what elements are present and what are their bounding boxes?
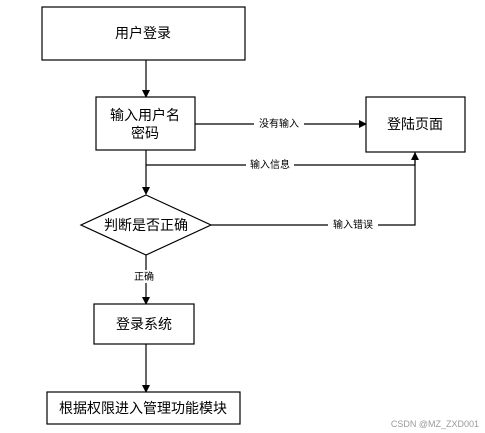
- input-credentials-box: [95, 96, 196, 151]
- edge-correct-label-bg: [130, 270, 160, 283]
- edge-input-info-label-bg: [246, 158, 294, 171]
- input-credentials-label-line1: 输入用户名: [110, 107, 180, 124]
- login-system-box: [93, 303, 195, 345]
- edge-input-info-label: 输入信息: [250, 158, 290, 171]
- module-label: 根据权限进入管理功能模块: [59, 401, 227, 417]
- edge-input-error-label: 输入错误: [333, 218, 373, 231]
- login-page-label: 登陆页面: [387, 117, 443, 133]
- edge-no-input-label-bg: [254, 117, 304, 130]
- module-box: [46, 391, 241, 425]
- check-decision-label: 判断是否正确: [104, 218, 188, 234]
- edge-no-input-label: 没有输入: [259, 117, 299, 130]
- edge-input-error-label-bg: [328, 218, 378, 231]
- watermark: CSDN @MZ_ZXD001: [390, 419, 479, 429]
- user-login-label: 用户登录: [115, 25, 171, 42]
- edge-input-error: [211, 152, 419, 226]
- input-credentials-label-line2: 密码: [131, 125, 159, 142]
- login-system-label: 登录系统: [116, 317, 172, 333]
- edge-correct-label: 正确: [134, 270, 154, 283]
- user-login-box: [41, 6, 246, 61]
